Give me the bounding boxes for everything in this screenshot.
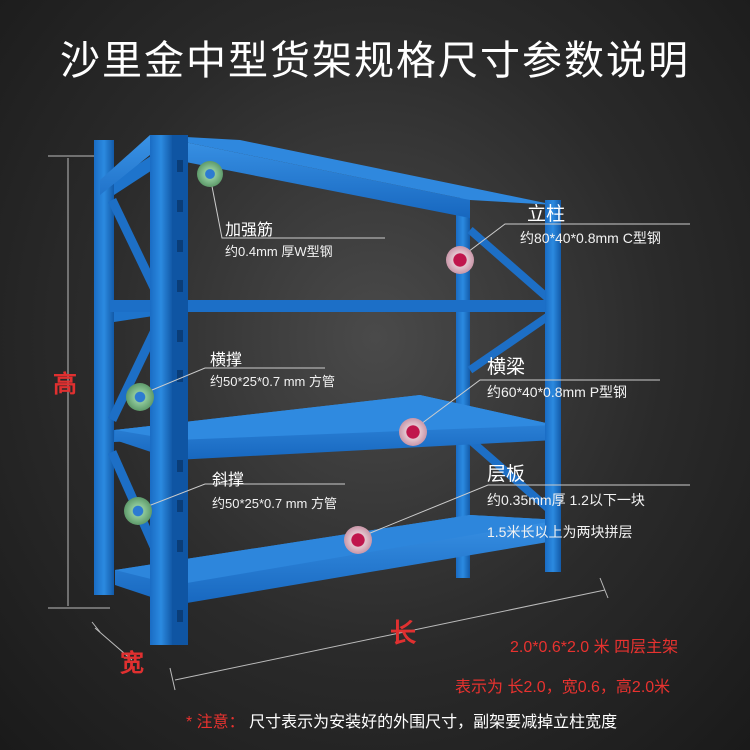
height-label: 高 <box>53 371 77 398</box>
beam-spec: 约60*40*0.8mm P型钢 <box>487 384 628 400</box>
width-dimension-lines <box>91 621 133 661</box>
reinforce-spec: 约0.4mm 厚W型钢 <box>225 244 333 259</box>
beam-name: 横梁 <box>487 357 526 378</box>
column-spec: 约80*40*0.8mm C型钢 <box>520 230 661 246</box>
column-marker <box>446 246 474 274</box>
diagonal-spec: 约50*25*0.7 mm 方管 <box>212 496 337 511</box>
shelf-name: 层板 <box>487 464 526 485</box>
front-posts <box>150 135 561 645</box>
length-dimension-lines <box>169 577 609 691</box>
cross-brace-name: 横撑 <box>210 352 243 369</box>
column-name: 立柱 <box>527 204 566 225</box>
note-label: * 注意： <box>186 714 245 731</box>
diagonal-name: 斜撑 <box>212 472 245 489</box>
width-label: 宽 <box>120 650 144 677</box>
note-text: 尺寸表示为安装好的外围尺寸，副架要减掉立柱宽度 <box>249 714 618 731</box>
reinforce-marker <box>197 161 223 187</box>
spec-summary: 2.0*0.6*2.0 米 四层主架 <box>510 639 679 656</box>
diagonal-marker <box>124 497 152 525</box>
right-side-frame <box>467 226 553 514</box>
leader-lines <box>137 175 690 539</box>
beam-marker <box>399 418 427 446</box>
markers <box>124 161 474 554</box>
shelf-marker <box>344 526 372 554</box>
shelves <box>100 135 560 605</box>
cross-brace-spec: 约50*25*0.7 mm 方管 <box>210 374 335 389</box>
spec-explanation: 表示为 长2.0，宽0.6，高2.0米 <box>455 679 671 696</box>
shelf-spec-line1: 约0.35mm厚 1.2以下一块 <box>487 492 645 508</box>
cross-brace-marker <box>126 383 154 411</box>
page-title: 沙里金中型货架规格尺寸参数说明 <box>60 39 690 83</box>
shelf-spec-line2: 1.5米长以上为两块拼层 <box>487 524 633 540</box>
reinforce-name: 加强筋 <box>225 222 274 239</box>
note: * 注意： 尺寸表示为安装好的外围尺寸，副架要减掉立柱宽度 <box>186 708 617 732</box>
length-label: 长 <box>390 618 417 648</box>
